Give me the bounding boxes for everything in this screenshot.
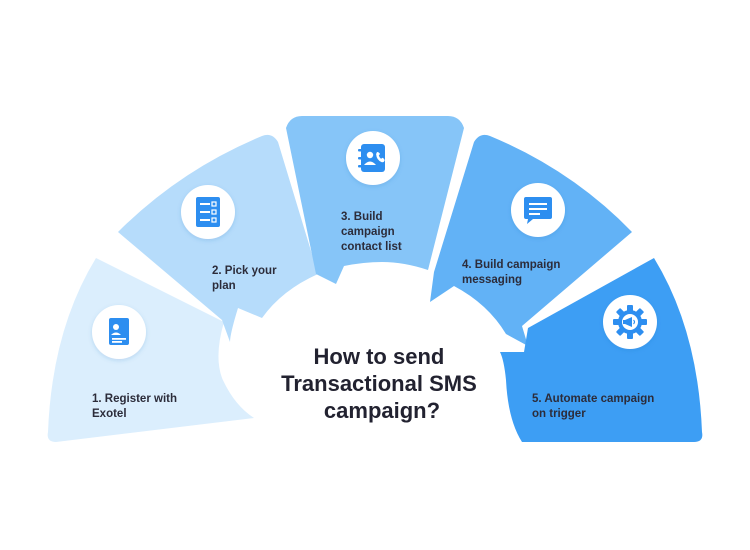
step-4-shape <box>430 134 632 346</box>
step-1-label: 1. Register with Exotel <box>92 393 180 420</box>
step-2-label-line: 2. Pick your <box>212 265 277 277</box>
step-3-label-line: 3. Build <box>341 211 383 223</box>
step-2-label-line: plan <box>212 280 236 292</box>
step-5-label: 5. Automate campaign on trigger <box>532 393 657 420</box>
message-bubble-icon <box>524 197 552 224</box>
title-line: How to send <box>314 344 445 369</box>
step-3-segment: 3. Build campaign contact list <box>286 116 464 284</box>
step-1-icon-badge <box>92 305 146 359</box>
step-3-label-line: campaign <box>341 226 395 238</box>
automation-gear-icon <box>613 305 647 339</box>
step-2-shape <box>118 134 318 342</box>
step-1-segment: 1. Register with Exotel <box>47 258 254 442</box>
step-3-label-line: contact list <box>341 241 402 253</box>
step-3-icon-badge <box>346 131 400 185</box>
step-4-label: 4. Build campaign messaging <box>462 259 564 286</box>
step-5-segment: 5. Automate campaign on trigger <box>500 258 703 442</box>
step-1-label-line: Exotel <box>92 408 127 420</box>
step-2-segment: 2. Pick your plan <box>118 134 318 342</box>
step-2-icon-badge <box>181 185 235 239</box>
step-4-label-line: messaging <box>462 274 522 286</box>
contact-card-icon <box>109 318 129 345</box>
step-2-label: 2. Pick your plan <box>212 265 280 292</box>
step-4-icon-badge <box>511 183 565 237</box>
step-5-shape <box>500 258 703 442</box>
plan-checklist-icon <box>196 197 220 227</box>
step-3-shape <box>286 116 464 284</box>
step-5-label-line: on trigger <box>532 408 586 420</box>
step-3-label: 3. Build campaign contact list <box>341 211 402 253</box>
address-book-icon <box>358 144 385 172</box>
title-line: campaign? <box>324 398 440 423</box>
title-line: Transactional SMS <box>281 371 477 396</box>
diagram-title: How to send Transactional SMS campaign? <box>281 344 483 423</box>
step-5-icon-badge <box>603 295 657 349</box>
step-5-label-line: 5. Automate campaign <box>532 393 654 405</box>
step-4-label-line: 4. Build campaign <box>462 259 560 271</box>
step-1-shape <box>47 258 254 442</box>
step-1-label-line: 1. Register with <box>92 393 177 405</box>
step-4-segment: 4. Build campaign messaging <box>430 134 632 346</box>
